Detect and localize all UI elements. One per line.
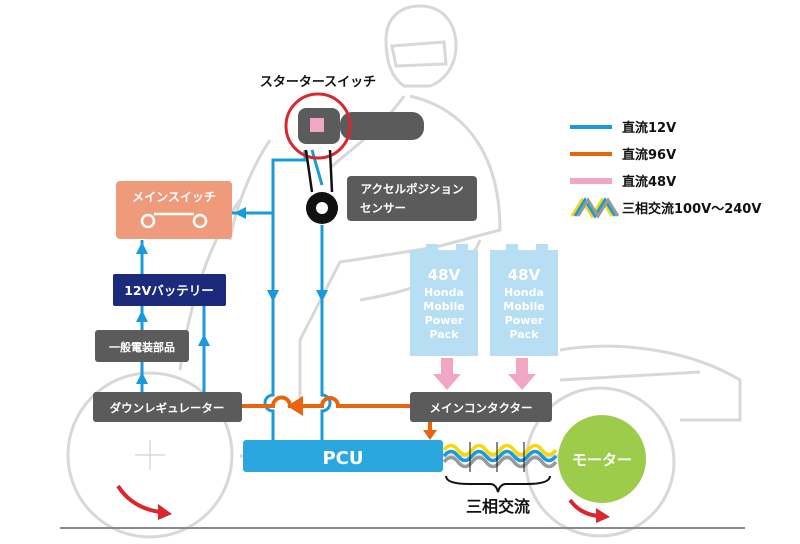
rider-torso: [409, 94, 502, 248]
starter-switch-highlight: [284, 92, 352, 160]
legend-label-dc96: 直流96V: [622, 147, 676, 163]
general-parts-label: 一般電装部品: [109, 340, 175, 354]
legend-item-dc96: 直流96V: [570, 147, 676, 163]
power-pack-2-line3: Power: [505, 314, 544, 327]
power-pack-1-line3: Power: [425, 314, 464, 327]
power-pack-2-line2: Mobile: [503, 300, 544, 313]
legend-item-ac: 三相交流100V〜240V: [570, 197, 761, 219]
legend: 直流12V 直流96V 直流48V 三相交流100V〜240V: [570, 120, 761, 219]
rider-helmet-icon: [384, 4, 458, 88]
switch-icon: [140, 212, 208, 229]
accel-sensor-label-1: アクセルポジション: [361, 182, 464, 196]
power-pack-2-line4: Pack: [509, 328, 539, 341]
legend-item-dc48: 直流48V: [570, 174, 676, 190]
rear-rotation-arrow-icon: [568, 498, 599, 518]
battery-box: 12Vバッテリー: [113, 274, 226, 306]
battery-label: 12Vバッテリー: [124, 283, 214, 298]
handlebar-grip: [340, 112, 424, 140]
main-contactor-box: メインコンタクター: [410, 392, 552, 422]
legend-item-dc12: 直流12V: [570, 120, 676, 136]
three-phase-waves: [442, 442, 558, 472]
general-parts-box: 一般電装部品: [95, 330, 189, 362]
wire-starter-to-pcu: [263, 150, 307, 440]
pcu-box: PCU: [243, 440, 443, 472]
wire-contactor-to-regulator: [242, 395, 410, 408]
power-pack-1-line4: Pack: [429, 328, 459, 341]
legend-swatch-ac: [570, 197, 620, 219]
main-switch-label: メインスイッチ: [132, 190, 216, 204]
dc12-arrows: [136, 207, 328, 384]
legend-label-dc12: 直流12V: [622, 120, 676, 136]
down-regulator-label: ダウンレギュレーター: [110, 401, 225, 415]
power-pack-2: 48V Honda Mobile Power Pack: [490, 244, 558, 356]
down-regulator-box: ダウンレギュレーター: [93, 392, 242, 422]
dc96-wiring: [242, 395, 432, 432]
front-wheel: [66, 371, 234, 539]
accel-sensor-ring: [304, 149, 338, 224]
starter-button-icon: [310, 118, 324, 132]
main-contactor-label: メインコンタクター: [429, 401, 532, 415]
power-pack-1: 48V Honda Mobile Power Pack: [410, 244, 478, 356]
rotation-arrows: [116, 484, 599, 518]
legend-label-dc48: 直流48V: [622, 174, 676, 190]
starter-switch: スタータースイッチ: [260, 75, 376, 160]
starter-switch-label: スタータースイッチ: [260, 75, 376, 90]
power-pack-2-line1: Honda: [504, 286, 544, 299]
power-pack-1-voltage: 48V: [428, 266, 461, 284]
rear-body: [559, 344, 742, 422]
accel-sensor-label-2: センサー: [360, 201, 406, 215]
three-phase-brace: [445, 475, 551, 493]
three-phase-label: 三相交流: [466, 497, 530, 516]
motor-label: モーター: [572, 451, 632, 469]
power-pack-1-line1: Honda: [424, 286, 464, 299]
accel-sensor-box: アクセルポジション センサー: [347, 176, 477, 221]
power-pack-1-line2: Mobile: [423, 300, 464, 313]
legend-label-ac: 三相交流100V〜240V: [622, 201, 761, 217]
dc96-arrows: [287, 396, 437, 440]
pcu-label: PCU: [322, 448, 363, 469]
front-rotation-arrow-icon: [116, 484, 161, 514]
main-switch-box: メインスイッチ: [116, 181, 232, 239]
motor: モーター: [558, 415, 646, 503]
wire-accel-to-pcu: [320, 225, 332, 440]
dc48-arrows: [433, 358, 536, 390]
power-pack-2-voltage: 48V: [508, 266, 541, 284]
